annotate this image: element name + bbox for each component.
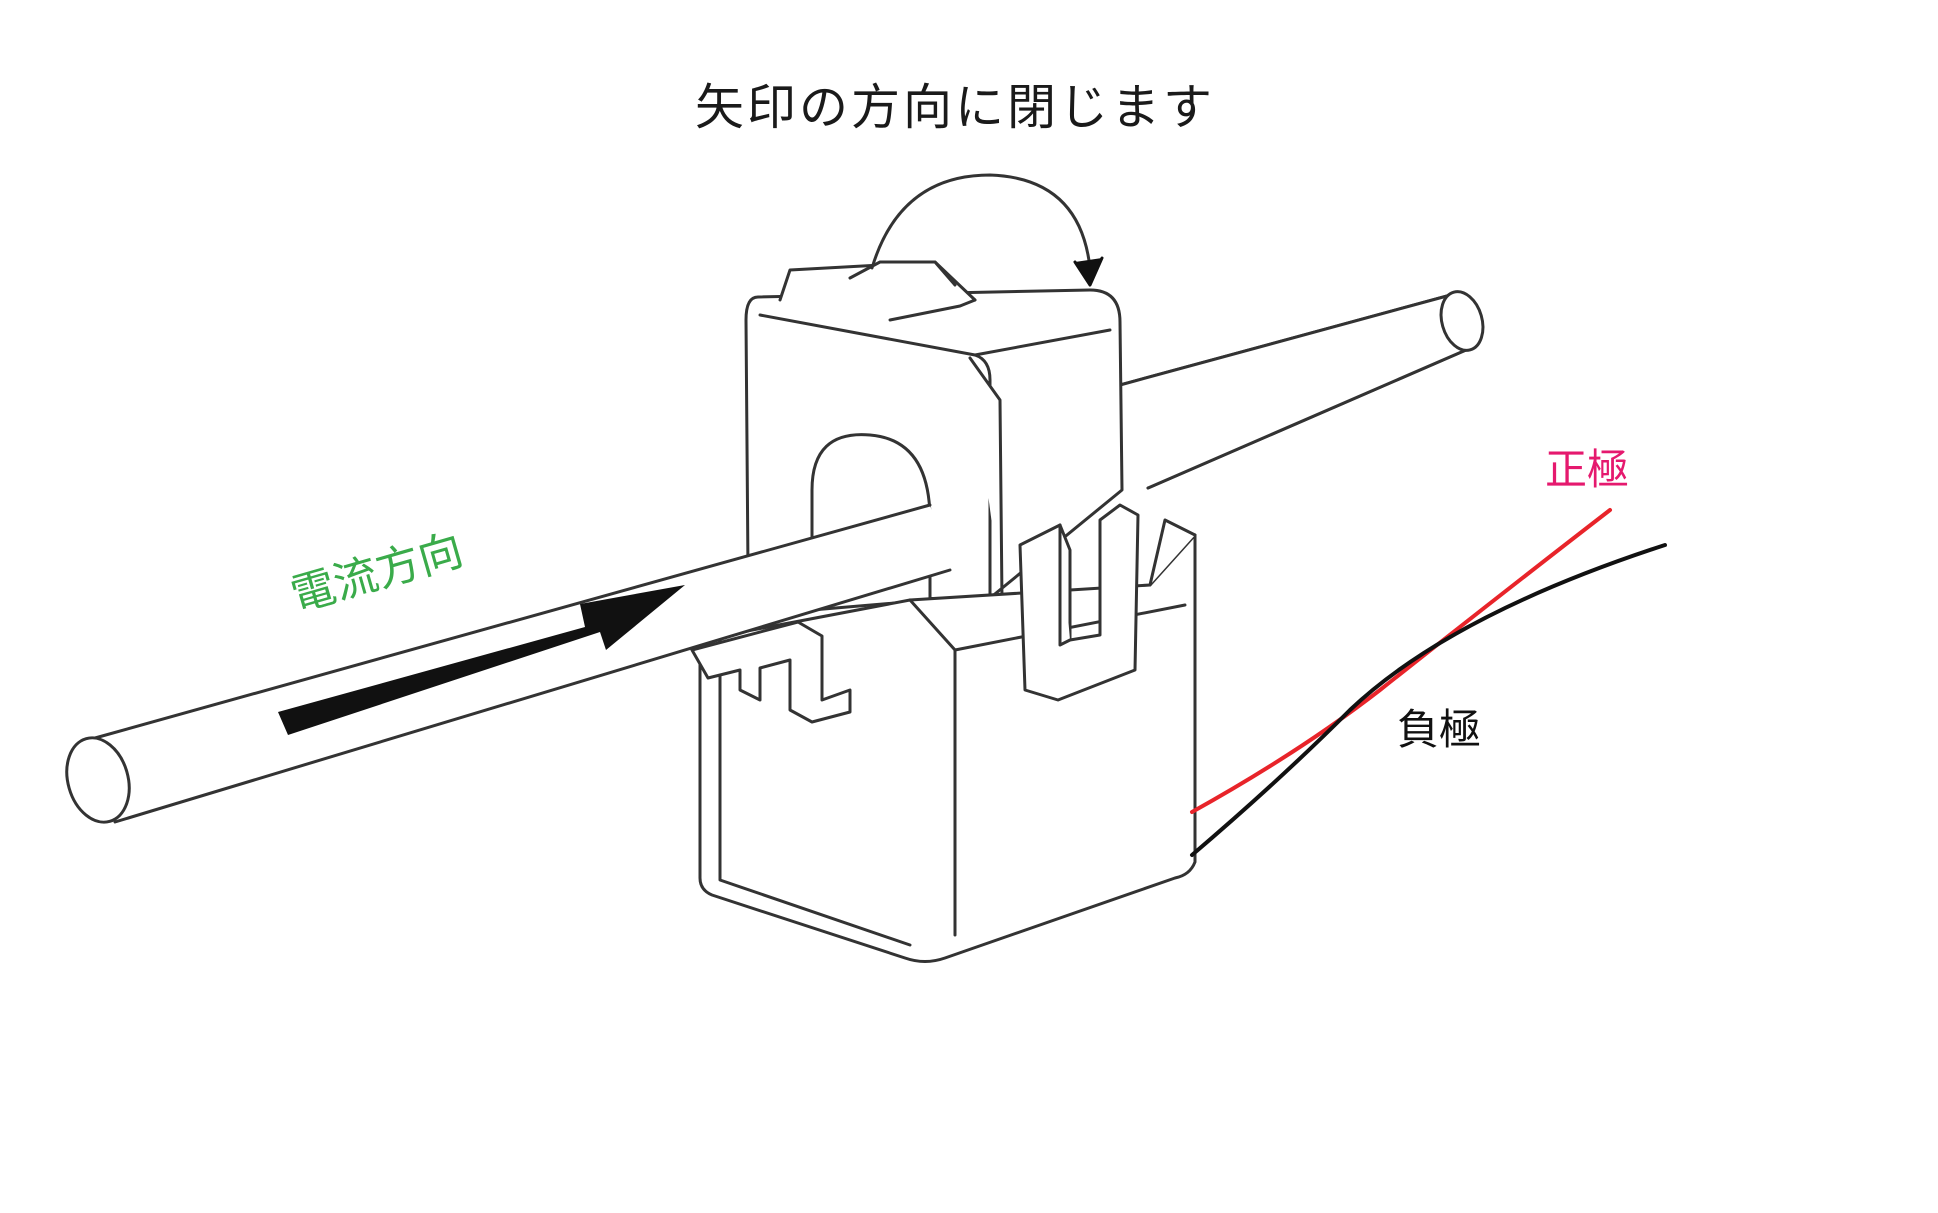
conductor-rod-back (1118, 290, 1485, 490)
current-direction-arrow-icon (278, 585, 685, 735)
positive-wire (1190, 508, 1612, 814)
conductor-rod-front (65, 503, 952, 824)
diagram-title: 矢印の方向に閉じます (695, 79, 1216, 136)
negative-terminal-label: 負極 (1397, 705, 1482, 754)
clamp-latch-right (1018, 503, 1140, 702)
rotation-arrow-icon (870, 173, 1104, 287)
positive-terminal-label: 正極 (1545, 445, 1630, 494)
negative-wire (1190, 543, 1667, 857)
clamp-latch-left (690, 620, 852, 724)
clamp-lower-block (698, 518, 1197, 963)
